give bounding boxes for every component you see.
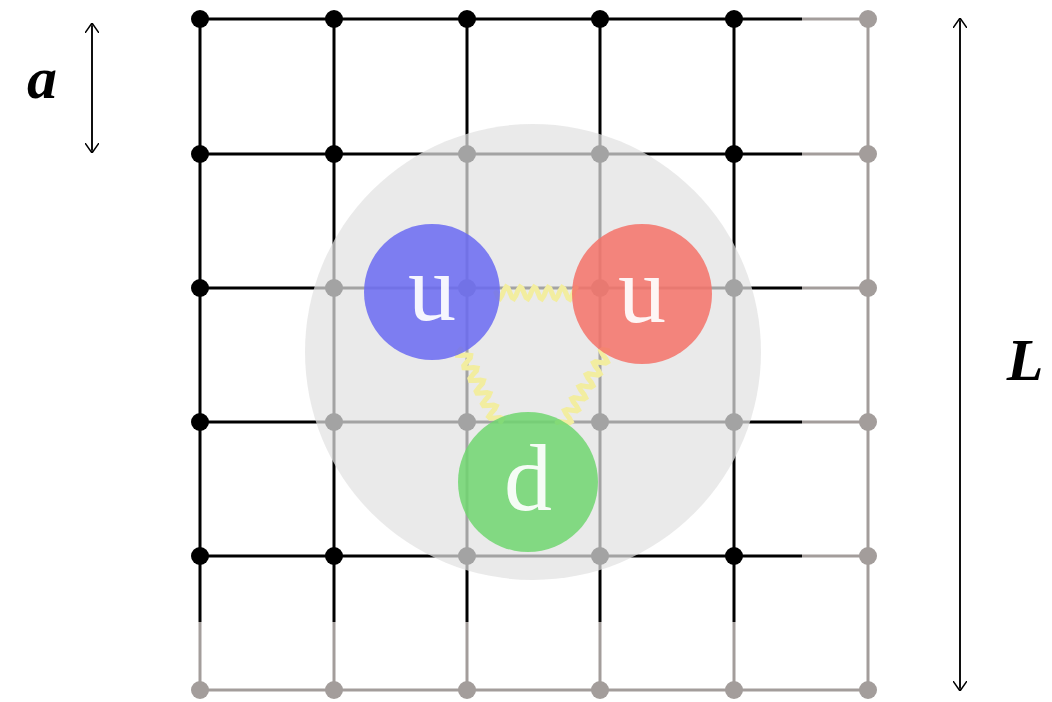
lattice-link	[802, 689, 868, 692]
quark-label: u	[408, 240, 456, 336]
lattice-link	[867, 19, 870, 622]
quark-label: d	[504, 430, 552, 526]
lattice-site	[859, 145, 877, 163]
lattice-link	[199, 19, 202, 622]
lattice-link	[733, 622, 736, 690]
lattice-site	[191, 681, 209, 699]
quark-fill	[458, 412, 598, 552]
spacing-arrow	[91, 26, 93, 152]
lattice-link	[802, 287, 868, 290]
lattice-site	[725, 547, 743, 565]
lattice-site	[591, 681, 609, 699]
lattice-site	[191, 413, 209, 431]
quark-fill	[364, 224, 500, 360]
lattice-link	[802, 555, 868, 558]
lattice-site	[859, 10, 877, 28]
lattice-grid	[191, 10, 877, 699]
quark-circle: u	[572, 224, 712, 364]
quark-fill	[572, 224, 712, 364]
lattice-link	[802, 18, 868, 21]
lattice-site	[191, 279, 209, 297]
lattice-site	[591, 10, 609, 28]
lattice-site	[325, 145, 343, 163]
quark-circle: u	[364, 224, 500, 360]
lattice-link	[200, 689, 802, 692]
lattice-site	[325, 10, 343, 28]
lattice-link	[199, 622, 202, 690]
lattice-site	[191, 10, 209, 28]
gluon-line	[496, 287, 576, 299]
dimension-label: L	[1007, 330, 1044, 390]
quark-label: u	[618, 242, 666, 338]
lattice-site	[458, 10, 476, 28]
lattice-site	[859, 279, 877, 297]
lattice-site	[725, 681, 743, 699]
quark-circle: d	[458, 412, 598, 552]
gluon-line	[458, 349, 503, 422]
dimension-label: a	[27, 48, 57, 108]
lattice-site	[725, 10, 743, 28]
lattice-link	[867, 622, 870, 690]
lattice-link	[466, 622, 469, 690]
lattice-link	[599, 622, 602, 690]
lattice-site	[859, 681, 877, 699]
lattice-site	[325, 681, 343, 699]
lattice-site	[191, 547, 209, 565]
lattice-link	[802, 421, 868, 424]
lattice-link	[802, 153, 868, 156]
proton-circle	[305, 124, 761, 580]
lattice-site	[725, 145, 743, 163]
lattice-link	[333, 622, 336, 690]
lattice-site	[325, 547, 343, 565]
size-arrow	[959, 21, 961, 690]
lattice-site	[859, 413, 877, 431]
lattice-link	[200, 18, 802, 21]
lattice-site	[859, 547, 877, 565]
gluon-line	[557, 350, 608, 423]
lattice-site	[458, 681, 476, 699]
lattice-site	[191, 145, 209, 163]
